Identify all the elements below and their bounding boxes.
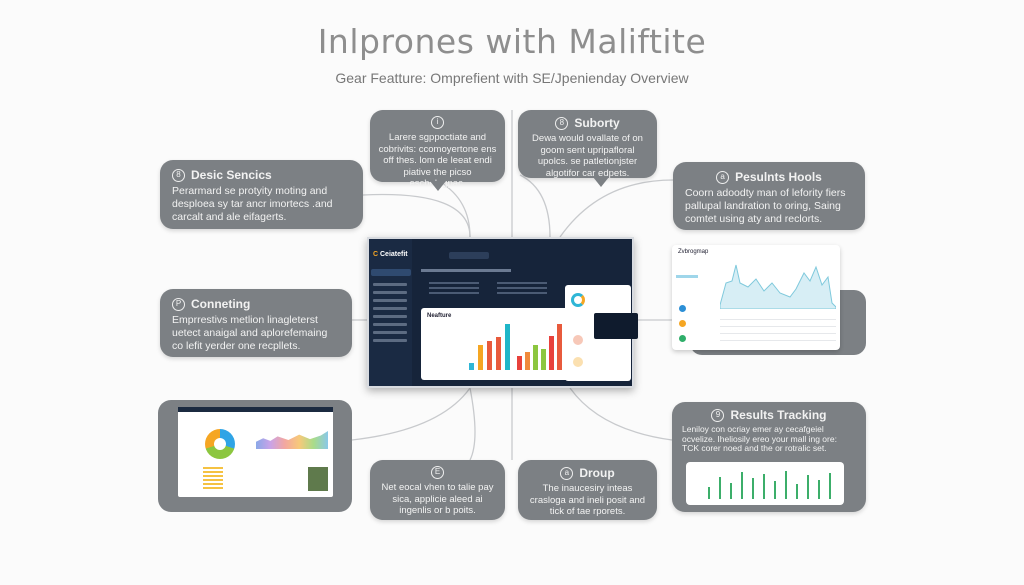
sidebar-item <box>373 299 407 302</box>
screenshot-frame <box>158 400 352 512</box>
sidebar-active-item <box>676 275 698 278</box>
page-subtitle: Gear Featture: Omprefient with SE/Jpenie… <box>335 70 689 86</box>
feature-icon: E <box>431 466 444 479</box>
feature-box-conneting: P Conneting Emprrestivs metlion linaglete… <box>160 289 352 357</box>
analytics-screenshot: Zvbrogmap <box>672 245 840 350</box>
page-title: Inlprones with Maliftite <box>317 22 707 61</box>
donut-chart <box>205 429 235 459</box>
feature-icon: 8 <box>172 168 185 182</box>
tracking-bar <box>774 481 776 499</box>
chart-bar <box>557 324 562 370</box>
box-title: Results Tracking <box>730 408 827 422</box>
tracking-bar <box>752 478 754 499</box>
feature-box-top-left: i Larere sgppoctiate and cobrivits: ccom… <box>370 110 505 191</box>
profile-photo <box>308 467 328 491</box>
bar-group-a <box>469 324 519 370</box>
tracking-bar <box>708 487 710 499</box>
donut-icon <box>571 293 585 307</box>
data-table <box>720 313 836 347</box>
sidebar-item <box>373 307 407 310</box>
box-title: Droup <box>579 466 615 480</box>
area-chart <box>256 431 328 449</box>
sidebar-item <box>373 323 407 326</box>
sidebar-item <box>373 315 407 318</box>
sidebar-item <box>373 339 407 342</box>
box-text: The inaucesiry inteas crasloga and ineli… <box>529 483 646 517</box>
tracking-bar <box>719 476 721 499</box>
feature-box-pesulnts-hools: a Pesulnts Hools Coorn adoodty man of lef… <box>673 162 865 230</box>
speech-pointer <box>430 181 446 191</box>
chart-bar <box>478 344 483 370</box>
chart-bar <box>469 363 474 370</box>
feature-box-desic-sencics: 8 Desic Sencics Perarmard se protyity mot… <box>160 160 363 229</box>
chart-bar <box>496 336 501 370</box>
chart-panel: Neafture <box>421 308 581 380</box>
box-title: Desic Sencics <box>191 168 272 182</box>
dashboard-sidebar: C Ceiatefit <box>369 239 412 386</box>
report-screenshot <box>178 407 333 497</box>
feature-icon: a <box>560 466 574 480</box>
sidebar-item <box>373 291 407 294</box>
dashboard-list <box>429 279 479 297</box>
analytics-title: Zvbrogmap <box>678 249 709 255</box>
tooltip-popup <box>594 313 638 339</box>
avatar <box>679 335 686 342</box>
chart-bar <box>525 351 530 370</box>
tracking-bar <box>763 473 765 499</box>
panel-title: Neafture <box>427 313 452 319</box>
sidebar-item <box>373 331 407 334</box>
info-icon: i <box>431 116 444 129</box>
tracking-bar-chart <box>686 462 844 505</box>
sidebar-active-item <box>371 269 411 276</box>
dashboard-screenshot: C Ceiatefit Neafture <box>367 237 638 388</box>
chart-bar <box>517 356 522 370</box>
feature-box-results-tracking: 9 Results Tracking Leniloy con ocriay eme… <box>672 402 866 512</box>
avatar <box>573 357 583 367</box>
chart-bar <box>549 335 554 370</box>
dashboard-heading <box>421 269 511 272</box>
box-text: Emprrestivs metlion linagleterst uetect … <box>172 314 328 352</box>
avatar <box>679 305 686 312</box>
dashboard-list <box>497 279 547 297</box>
area-line-chart <box>720 264 836 309</box>
dashboard-logo: C Ceiatefit <box>373 251 408 258</box>
feature-icon: P <box>172 297 185 311</box>
chart-bar <box>533 344 538 370</box>
tracking-bar <box>741 472 743 499</box>
feature-icon: a <box>716 170 730 184</box>
feature-icon: 8 <box>555 116 569 130</box>
box-text: Leniloy con ocriay emer ay cecafgeiel oc… <box>682 424 837 453</box>
box-text: Coorn adoodty man of lefority fiers pall… <box>685 187 846 225</box>
box-text: Dewa would ovallate of on goom sent upri… <box>532 133 643 179</box>
box-title: Suborty <box>574 116 620 130</box>
feature-box-droup: a Droup The inaucesiry inteas crasloga an… <box>518 460 657 520</box>
avatar <box>679 320 686 327</box>
avatar <box>573 335 583 345</box>
topbar <box>178 407 333 412</box>
feature-box-suborty: 8 Suborty Dewa would ovallate of on goom … <box>518 110 657 187</box>
tracking-bar <box>730 482 732 499</box>
speech-pointer <box>593 177 609 187</box>
tracking-bar <box>818 479 820 499</box>
chart-bar <box>541 349 546 370</box>
tracking-bar <box>796 484 798 499</box>
box-title: Conneting <box>191 297 251 311</box>
tracking-bar <box>807 475 809 499</box>
tracking-bar <box>829 472 831 499</box>
chart-bar <box>505 324 510 370</box>
box-title: Pesulnts Hools <box>735 170 822 184</box>
tracking-bar <box>785 470 787 499</box>
dashboard-search <box>449 252 489 259</box>
box-text: Perarmard se protyity moting and desploe… <box>172 185 333 223</box>
sidebar-item <box>373 283 407 286</box>
bar-list <box>203 465 223 489</box>
feature-box-bottom-left: E Net eocal vhen to talie pay sica, appl… <box>370 460 505 520</box>
feature-icon: 9 <box>711 408 725 422</box>
box-text: Net eocal vhen to talie pay sica, applic… <box>381 482 494 516</box>
chart-bar <box>487 341 492 370</box>
